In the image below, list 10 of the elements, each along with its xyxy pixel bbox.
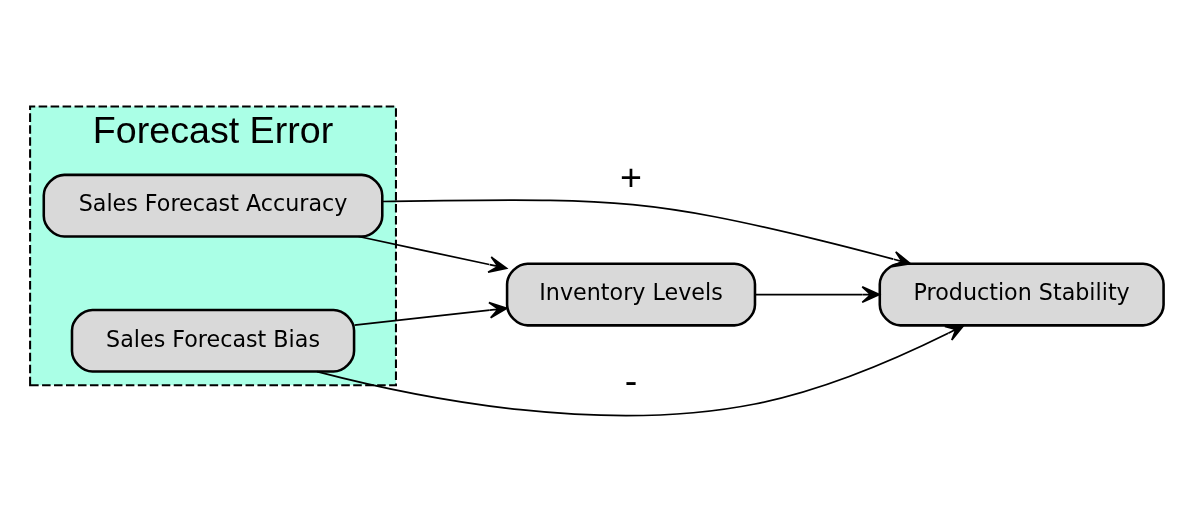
node-box: Production Stability [878,262,1165,327]
arrow [754,285,881,303]
edge-label: - [624,358,638,401]
node-box: Inventory Levels [505,262,757,327]
edge-label: + [620,155,643,198]
node-box: Sales Forecast Accuracy [42,173,384,238]
arrow [381,198,912,268]
arrow [353,301,508,326]
arrow [357,235,508,273]
node-box: Sales Forecast Bias [70,308,356,373]
